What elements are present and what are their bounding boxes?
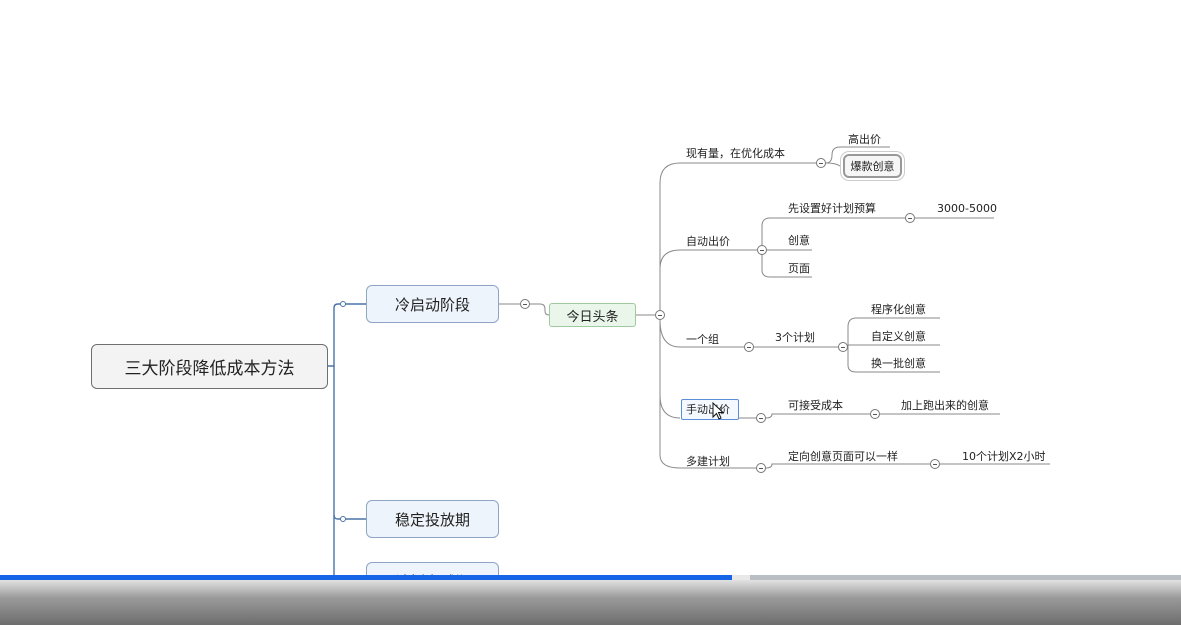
video-buffer-bar — [732, 575, 750, 580]
collapse-toggle-icon[interactable] — [757, 245, 767, 255]
leaf-set-budget[interactable]: 先设置好计划预算 — [788, 202, 876, 215]
stage-connector-dot — [340, 516, 346, 522]
collapse-toggle-icon[interactable] — [838, 342, 848, 352]
leaf-swap-creative[interactable]: 换一批创意 — [871, 357, 926, 370]
collapse-toggle-icon[interactable] — [905, 213, 915, 223]
leaf-hot-creative[interactable]: 爆款创意 — [843, 154, 902, 178]
leaf-add-running-creatives[interactable]: 加上跑出来的创意 — [901, 399, 989, 412]
leaf-three-plans[interactable]: 3个计划 — [775, 331, 815, 344]
selected-node-highlight[interactable] — [681, 399, 739, 420]
collapse-toggle-icon[interactable] — [816, 158, 826, 168]
collapse-toggle-icon[interactable] — [520, 299, 530, 309]
stage-node-stable[interactable]: 稳定投放期 — [366, 500, 499, 538]
root-node[interactable]: 三大阶段降低成本方法 — [91, 344, 328, 389]
branch-multi-plan[interactable]: 多建计划 — [686, 455, 730, 468]
leaf-budget-range[interactable]: 3000-5000 — [937, 202, 997, 215]
collapse-toggle-icon[interactable] — [744, 342, 754, 352]
leaf-acceptable-cost[interactable]: 可接受成本 — [788, 399, 843, 412]
leaf-page[interactable]: 页面 — [788, 262, 810, 275]
leaf-creative[interactable]: 创意 — [788, 234, 810, 247]
collapse-toggle-icon[interactable] — [756, 413, 766, 423]
video-control-bar[interactable] — [0, 580, 1181, 625]
leaf-ten-plans[interactable]: 10个计划X2小时 — [962, 450, 1046, 463]
stage-connector-dot — [340, 301, 346, 307]
video-progress-fill — [0, 575, 733, 580]
branch-auto-bid[interactable]: 自动出价 — [686, 235, 730, 248]
collapse-toggle-icon[interactable] — [756, 463, 766, 473]
video-progress-bar[interactable] — [0, 575, 1181, 580]
collapse-toggle-icon[interactable] — [655, 310, 665, 320]
branch-one-group[interactable]: 一个组 — [686, 333, 719, 346]
branch-optimize-cost[interactable]: 现有量，在优化成本 — [686, 147, 785, 160]
leaf-same-targeting[interactable]: 定向创意页面可以一样 — [788, 450, 898, 463]
leaf-programmatic-creative[interactable]: 程序化创意 — [871, 303, 926, 316]
leaf-custom-creative[interactable]: 自定义创意 — [871, 330, 926, 343]
platform-node-toutiao[interactable]: 今日头条 — [549, 303, 636, 327]
stage-node-cold-start[interactable]: 冷启动阶段 — [366, 285, 499, 323]
leaf-high-bid[interactable]: 高出价 — [848, 133, 881, 146]
collapse-toggle-icon[interactable] — [870, 409, 880, 419]
mouse-cursor-icon — [712, 402, 724, 420]
collapse-toggle-icon[interactable] — [930, 459, 940, 469]
